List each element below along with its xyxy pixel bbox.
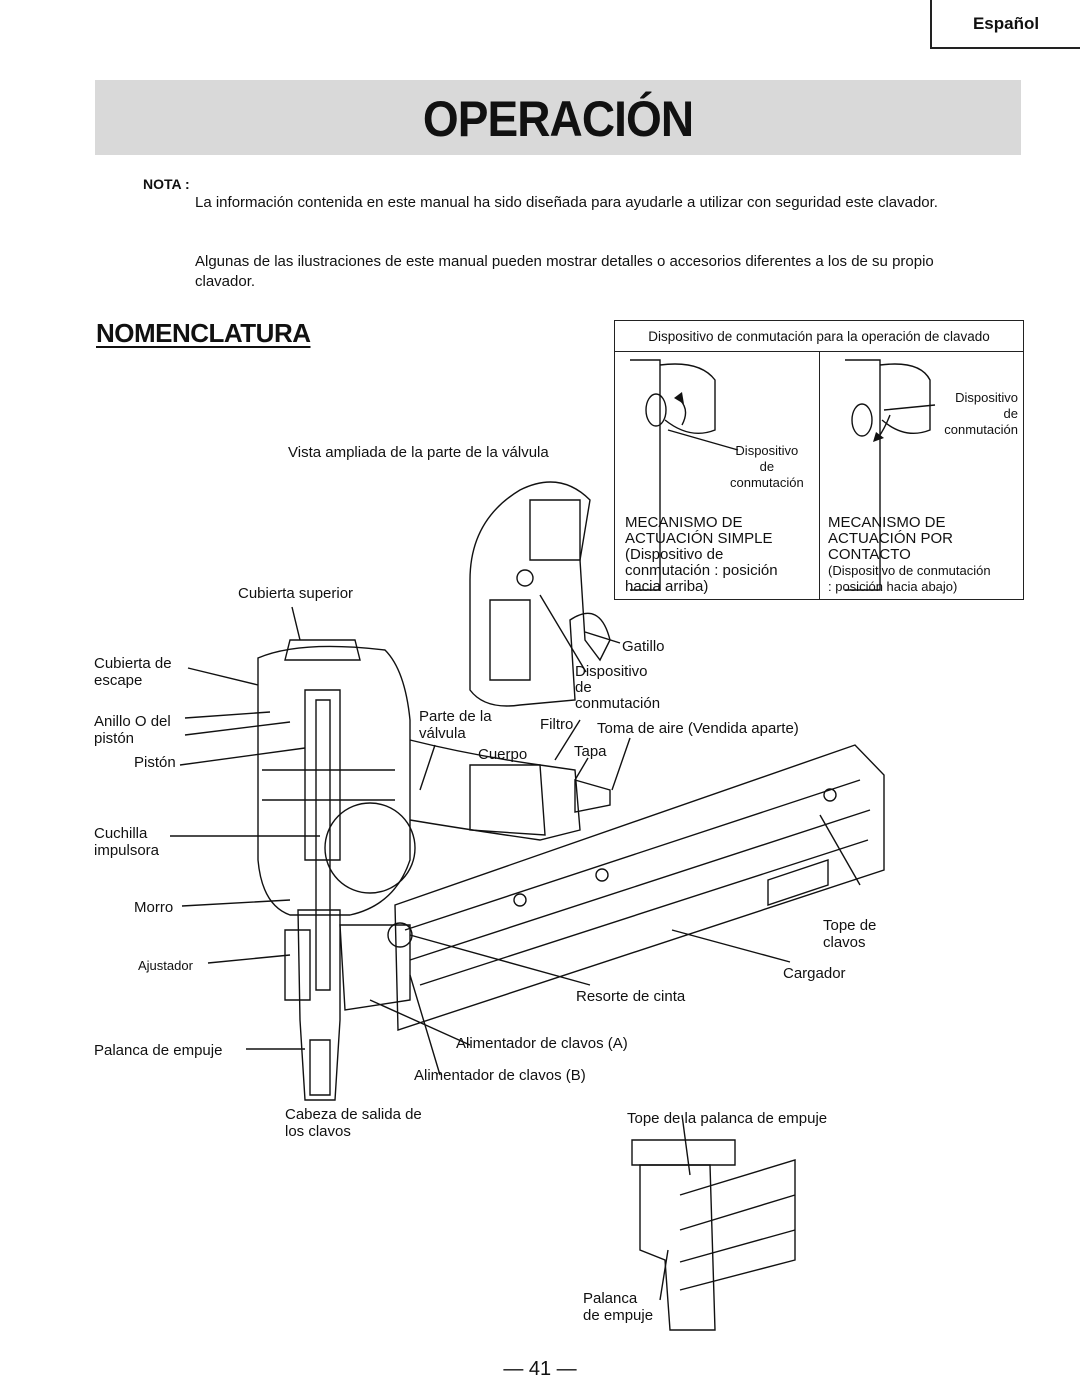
label-vista: Vista ampliada de la parte de la válvula <box>288 444 549 461</box>
label-palanca-empuje: Palanca de empuje <box>94 1042 223 1059</box>
note-label: NOTA : <box>143 176 190 192</box>
title-bar: OPERACIÓN <box>95 80 1021 155</box>
label-cargador: Cargador <box>783 965 846 982</box>
contact-actuation-title: MECANISMO DE ACTUACIÓN POR CONTACTO <box>828 514 954 563</box>
label-tapa: Tapa <box>574 743 607 760</box>
label-tope-palanca: Tope de la palanca de empuje <box>627 1110 828 1127</box>
label-tope-clavos: Tope de clavos <box>823 917 877 951</box>
switch-label-left: Dispositivo de conmutación <box>730 443 804 490</box>
single-actuation-text: (Dispositivo de conmutación : posición h… <box>625 546 778 595</box>
contact-actuation-text: (Dispositivo de conmutación : posición h… <box>828 563 991 594</box>
label-cabeza: Cabeza de salida de los clavos <box>285 1106 422 1140</box>
label-dispositivo: Dispositivo de conmutación <box>575 663 661 712</box>
note-paragraph-2: Algunas de las ilustraciones de este man… <box>195 253 934 290</box>
label-anillo: Anillo O del pistón <box>94 713 171 747</box>
label-ajustador: Ajustador <box>138 958 193 973</box>
panel-divider <box>819 351 820 599</box>
single-actuation-title: MECANISMO DE ACTUACIÓN SIMPLE <box>625 514 773 547</box>
switch-device-panel: Dispositivo de conmutación para la opera… <box>614 320 1024 600</box>
label-alimentador-b: Alimentador de clavos (B) <box>414 1067 586 1084</box>
switch-label-right: Dispositivo de conmutación <box>944 390 1018 437</box>
label-alimentador-a: Alimentador de clavos (A) <box>456 1035 628 1052</box>
label-toma-aire: Toma de aire (Vendida aparte) <box>597 720 799 737</box>
label-resorte: Resorte de cinta <box>576 988 686 1005</box>
label-cuerpo: Cuerpo <box>478 746 528 763</box>
label-cuchilla: Cuchilla impulsora <box>94 825 160 859</box>
page-title: OPERACIÓN <box>422 91 694 147</box>
switch-panel-header: Dispositivo de conmutación para la opera… <box>615 321 1023 352</box>
label-cubierta-superior: Cubierta superior <box>238 585 354 602</box>
label-palanca-2: Palanca de empuje <box>583 1290 654 1324</box>
label-parte-valvula: Parte de la válvula <box>419 708 492 742</box>
language-tab: Español <box>930 0 1080 49</box>
label-cubierta-escape: Cubierta de escape <box>94 655 172 689</box>
label-piston: Pistón <box>134 754 176 771</box>
label-filtro: Filtro <box>540 716 574 733</box>
page-number: — 41 — <box>503 1358 577 1380</box>
label-morro: Morro <box>134 899 174 916</box>
note-paragraph-1: La información contenida en este manual … <box>195 194 938 211</box>
label-gatillo: Gatillo <box>622 638 665 655</box>
section-title: NOMENCLATURA <box>96 318 311 348</box>
